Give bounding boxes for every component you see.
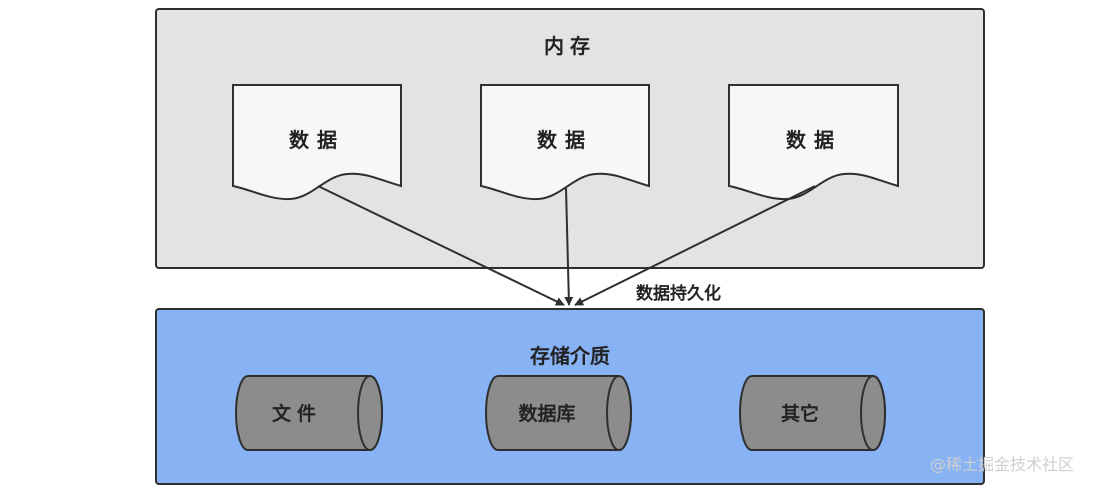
persist-label: 数据持久化: [636, 283, 721, 304]
document-shape-3: 数据: [728, 84, 899, 201]
persist-arrow-3: [574, 185, 816, 306]
storage-title: 存储介质: [530, 344, 610, 368]
document-label-2: 数据: [537, 128, 593, 152]
document-label-3: 数据: [786, 128, 842, 152]
cylinder-database: 数据库: [485, 375, 632, 451]
document-shape-1: 数据: [232, 84, 402, 201]
persist-arrow-2: [564, 187, 574, 306]
memory-title: 内存: [544, 34, 596, 58]
cylinder-label-other: 其它: [781, 402, 819, 425]
document-label-1: 数据: [289, 128, 345, 152]
cylinder-label-database: 数据库: [518, 402, 575, 425]
cylinder-other: 其它: [739, 375, 886, 451]
cylinder-file: 文件: [235, 375, 383, 451]
document-shape-2: 数据: [480, 84, 650, 201]
persist-arrow-1: [317, 185, 565, 306]
watermark: @稀土掘金技术社区: [930, 455, 1075, 474]
cylinder-label-file: 文件: [272, 402, 322, 425]
